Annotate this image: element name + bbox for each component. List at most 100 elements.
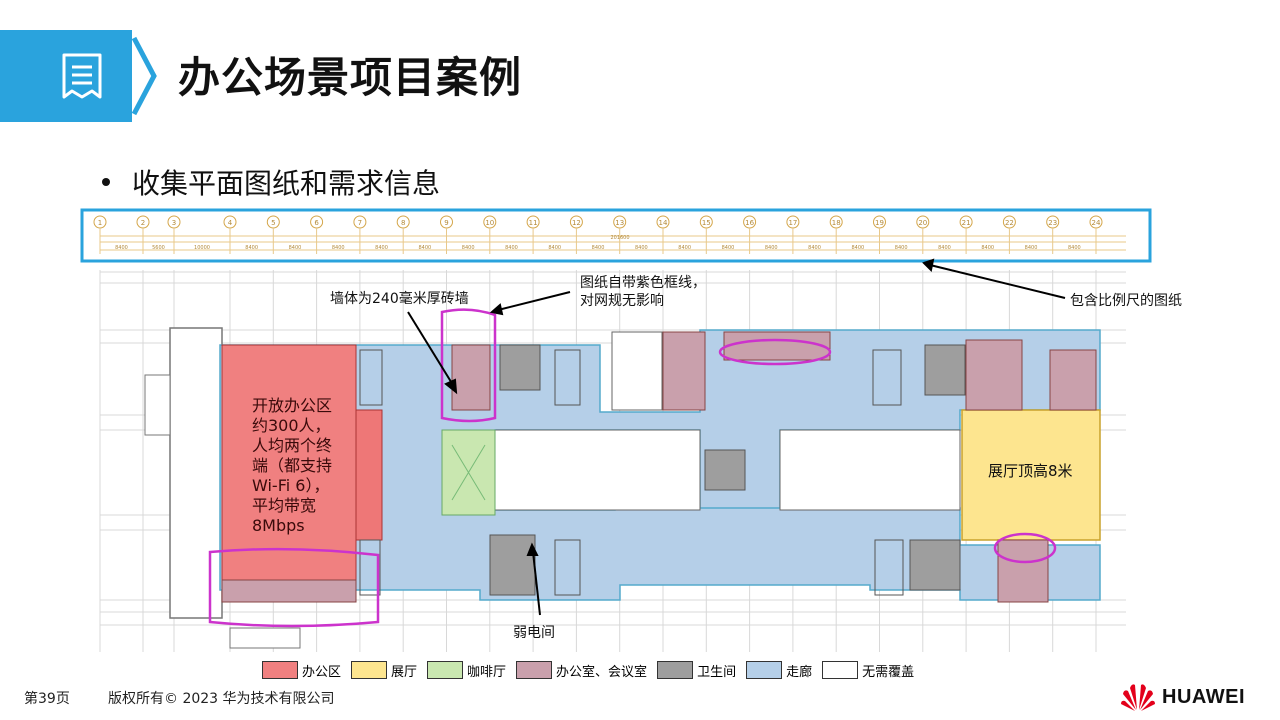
ruler-axis-number: 1 [98, 219, 102, 227]
open-office-line: 人均两个终 [252, 436, 333, 455]
ruler-segment-label: 8400 [981, 245, 994, 251]
open-office-line: 8Mbps [252, 516, 305, 535]
stair-area-west [169, 327, 223, 619]
entrance-steps [229, 627, 301, 649]
courtyard-east [779, 429, 961, 511]
open-office-line: 端（都支持 [252, 456, 333, 475]
ruler-axis-number: 3 [172, 219, 176, 227]
legend-swatch [516, 661, 553, 679]
ruler-axis-number: 20 [918, 219, 927, 227]
room-blank [611, 331, 663, 411]
ruler-axis-number: 9 [444, 219, 448, 227]
ruler-axis-number: 14 [659, 219, 668, 227]
legend-label: 咖啡厅 [467, 664, 507, 680]
ruler-segment-label: 8400 [332, 245, 345, 251]
legend-label: 卫生间 [697, 664, 737, 680]
legend: 办公区 展厅 咖啡厅 办公室、会议室 卫生间 走廊 无需覆盖 [262, 660, 924, 680]
legend-swatch [746, 661, 783, 679]
ruler-axis-number: 12 [572, 219, 581, 227]
ruler-segment-label: 8400 [289, 245, 302, 251]
legend-item: 展厅 [351, 661, 417, 680]
ruler-segment-label: 8400 [765, 245, 778, 251]
purple-frame-annotation-1: 图纸自带紫色框线， [580, 275, 706, 291]
open-office-line: 约300人， [252, 416, 331, 435]
ruler-axis-number: 2 [141, 219, 145, 227]
restroom-b [489, 534, 536, 596]
header-band [0, 30, 132, 122]
ruler-total-label: 201600 [610, 235, 629, 241]
annotation-arrows [407, 258, 1066, 616]
ruler-segment-label: 8400 [592, 245, 605, 251]
ruler-axis-number: 15 [702, 219, 711, 227]
bullet-text: 收集平面图纸和需求信息 [132, 167, 441, 200]
open-office-line: 平均带宽 [252, 496, 317, 515]
ruler-segment-label: 8400 [375, 245, 388, 251]
legend-label: 展厅 [391, 664, 418, 680]
legend-item: 走廊 [746, 661, 812, 680]
legend-item: 无需覆盖 [822, 661, 914, 680]
legend-item: 办公室、会议室 [516, 661, 647, 680]
purple-frames [208, 308, 1057, 628]
exhibition-annotation: 展厅顶高8米 [988, 462, 1073, 480]
open-office-zone [221, 344, 357, 581]
office-a [451, 344, 491, 411]
legend-label: 办公区 [302, 664, 342, 680]
restroom-a [499, 344, 541, 391]
ruler: 1840025600310000484005840068400784008840… [93, 215, 1126, 254]
ruler-segment-label: 8400 [678, 245, 691, 251]
restroom-c [924, 344, 966, 396]
ruler-axis-number: 19 [875, 219, 884, 227]
notes-icon [62, 53, 102, 99]
open-office-line: Wi-Fi 6）， [252, 476, 330, 495]
stair-west [144, 374, 171, 436]
ruler-axis-number: 17 [788, 219, 797, 227]
ruler-segment-label: 8400 [1068, 245, 1081, 251]
brand-logo: HUAWEI [1120, 682, 1245, 712]
ruler-axis-number: 10 [485, 219, 494, 227]
ruler-segment-label: 8400 [635, 245, 648, 251]
ruler-axis-number: 11 [529, 219, 538, 227]
ruler-axis-number: 4 [228, 219, 233, 227]
meeting-d [965, 339, 1023, 411]
page-number: 第39页 [24, 691, 70, 707]
ruler-segment-label: 5600 [152, 245, 165, 251]
ruler-axis-number: 24 [1092, 219, 1101, 227]
legend-label: 办公室、会议室 [556, 664, 648, 680]
legend-item: 咖啡厅 [427, 661, 506, 680]
ruler-axis-number: 21 [962, 219, 971, 227]
ruler-axis-number: 8 [401, 219, 405, 227]
bullet-item: 收集平面图纸和需求信息 [102, 162, 440, 202]
ruler-axis-number: 16 [745, 219, 754, 227]
copyright: 版权所有© 2023 华为技术有限公司 [108, 691, 335, 707]
ruler-segment-label: 8400 [505, 245, 518, 251]
ruler-segment-label: 8400 [462, 245, 475, 251]
office-south [221, 579, 357, 603]
ruler-segment-label: 8400 [548, 245, 561, 251]
ruler-axis-number: 22 [1005, 219, 1014, 227]
ruler-axis-number: 18 [832, 219, 841, 227]
brand-name: HUAWEI [1162, 685, 1245, 708]
page-title: 办公场景项目案例 [178, 53, 523, 102]
ruler-segment-label: 8400 [245, 245, 258, 251]
courtyard-west [494, 429, 701, 511]
ruler-axis-number: 6 [314, 219, 319, 227]
header-chevron [131, 36, 157, 116]
ruler-segment-label: 8400 [722, 245, 735, 251]
weak-current-annotation: 弱电间 [513, 625, 555, 641]
stair-shafts [359, 349, 904, 596]
restroom-d [909, 539, 961, 591]
wall-annotation: 墙体为240毫米厚砖墙 [330, 291, 469, 307]
legend-swatch [427, 661, 464, 679]
ruler-segment-label: 10000 [194, 245, 210, 251]
ruler-axis-number: 5 [271, 219, 275, 227]
legend-item: 办公区 [262, 661, 341, 680]
purple-frame-annotation-2: 对网规无影响 [580, 293, 664, 309]
legend-label: 走廊 [786, 664, 813, 680]
restroom-e [704, 449, 746, 491]
cafe-furniture [451, 444, 486, 501]
legend-swatch [351, 661, 388, 679]
ruler-segment-label: 8400 [851, 245, 864, 251]
ruler-axis-number: 23 [1048, 219, 1057, 227]
ruler-segment-label: 8400 [1025, 245, 1038, 251]
